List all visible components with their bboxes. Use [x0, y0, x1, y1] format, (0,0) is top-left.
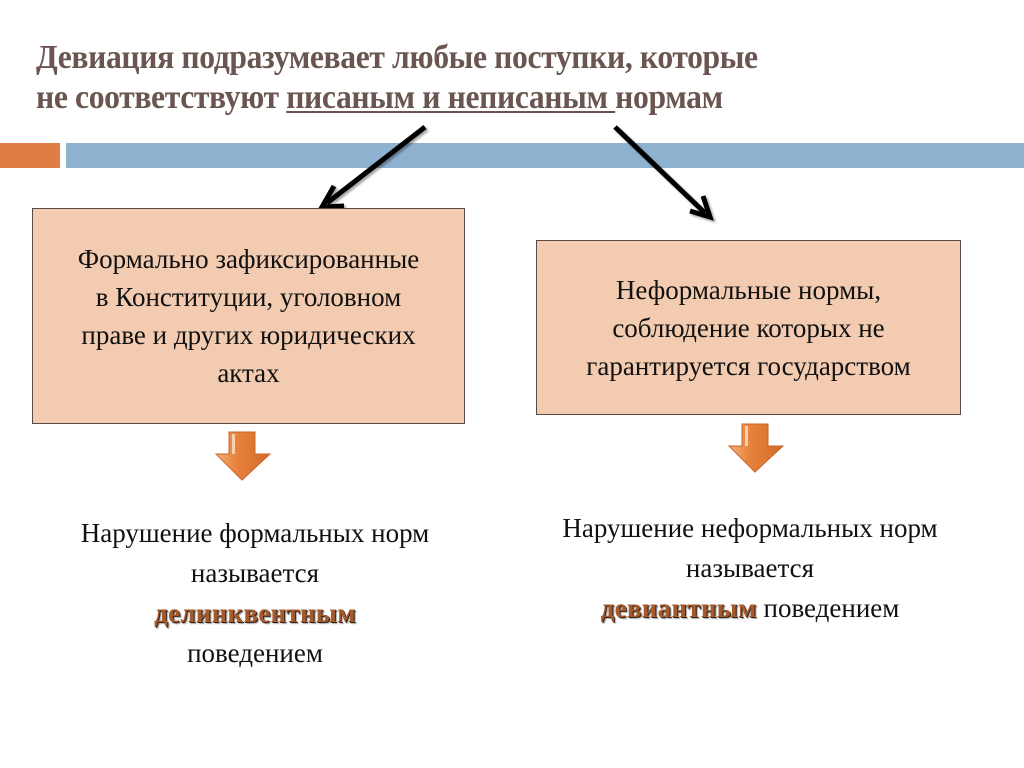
informal-norms-box: Неформальные нормы, соблюдение которых н… [536, 240, 961, 415]
block-arrow-down-icon [727, 423, 785, 473]
formal-norms-box: Формально зафиксированные в Конституции,… [32, 208, 465, 424]
title-underlined-phrase: писаным и неписаным [286, 79, 616, 116]
informal-violation-term-line: девиантным поведением [530, 588, 970, 628]
title-line-2-suffix: нормам [615, 79, 723, 116]
accent-square-orange [0, 143, 60, 168]
title-line-1: Девиация подразумевает любые поступки, к… [36, 39, 758, 76]
delinquent-term: делинквентным [154, 598, 356, 628]
formal-violation-text: Нарушение формальных норм называется дел… [40, 513, 470, 673]
informal-violation-ending: поведением [756, 593, 900, 623]
arrow-down-right-icon [613, 125, 714, 221]
formal-violation-line: Нарушение формальных норм называется [80, 518, 430, 588]
slide-title: Девиация подразумевает любые поступки, к… [36, 38, 947, 118]
accent-bar-blue [66, 143, 1024, 168]
informal-violation-line: Нарушение неформальных норм называется [562, 513, 938, 583]
block-arrow-down-icon [214, 431, 272, 481]
formal-violation-ending: поведением [187, 638, 323, 668]
title-line-2-prefix: не соответствуют [36, 79, 287, 116]
deviant-term: девиантным [600, 593, 757, 623]
title-line-2: не соответствуют писаным и неписаным нор… [36, 78, 947, 118]
informal-norms-text: Неформальные нормы, соблюдение которых н… [586, 274, 911, 381]
formal-norms-text: Формально зафиксированные в Конституции,… [77, 244, 420, 388]
informal-violation-text: Нарушение неформальных норм называется д… [530, 508, 970, 628]
